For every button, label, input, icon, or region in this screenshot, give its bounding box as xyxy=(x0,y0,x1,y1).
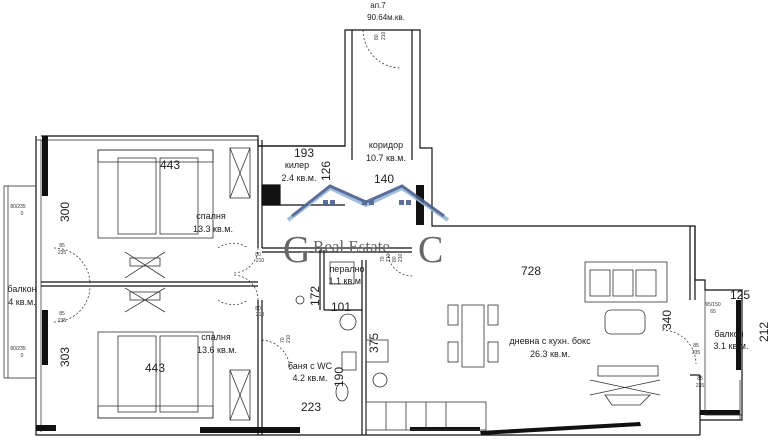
door-tag: 210 xyxy=(386,253,392,262)
dimension-label: 125 xyxy=(730,288,750,302)
window-tag: 80/235 xyxy=(10,346,26,352)
walls xyxy=(3,29,743,436)
dimension-label: 300 xyxy=(58,202,72,222)
window-tag: 235 xyxy=(58,318,67,324)
room-name-bedroom2: спалня xyxy=(201,332,231,342)
door-tag: 210 xyxy=(286,334,292,343)
apartment-area: 90.64м.кв. xyxy=(367,13,405,22)
room-name-corridor: коридор xyxy=(369,140,403,150)
door-tag: 70 xyxy=(280,337,286,343)
watermark-logo xyxy=(286,184,450,222)
room-name-pantry: килер xyxy=(285,160,309,170)
dimension-label: 443 xyxy=(145,361,165,375)
room-name-bathroom: баня с WC xyxy=(288,361,333,371)
window-tag: 235 xyxy=(696,383,705,389)
window-tag: 95/150 xyxy=(705,302,721,308)
room-name-living: дневна с кухн. бокс xyxy=(509,336,591,346)
door-tag: 70 xyxy=(380,256,386,262)
door-tag: 210 xyxy=(256,312,265,318)
room-name-balcony-left: балкон xyxy=(7,284,36,294)
watermark-text: Real Estate xyxy=(313,237,390,256)
window-tag: 0 xyxy=(21,211,24,217)
window-tag: 235 xyxy=(692,350,701,356)
dimension-label: 126 xyxy=(319,161,333,181)
room-area-bedroom1: 13.3 кв.м. xyxy=(193,224,233,234)
window-tag: 0 xyxy=(21,353,24,359)
dimension-label: 190 xyxy=(332,367,346,387)
door-tag: 210 xyxy=(398,253,404,262)
dimension-label: 172 xyxy=(308,286,322,306)
room-area-laundry: 1.1 кв.м. xyxy=(329,276,364,286)
window-tag: 235 xyxy=(58,250,67,256)
dimension-label: 340 xyxy=(660,310,674,330)
door-tag: 80 xyxy=(255,306,261,312)
door-tag: 210 xyxy=(256,258,265,264)
window-tag: 85 xyxy=(59,243,65,249)
dimension-label: 223 xyxy=(301,400,321,414)
room-name-balcony-right: балкон xyxy=(714,329,743,339)
windows xyxy=(36,136,741,435)
room-area-balcony-left: 4 кв.м. xyxy=(8,297,35,307)
room-area-living: 26.3 кв.м. xyxy=(530,349,570,359)
room-area-bathroom: 4.2 кв.м. xyxy=(293,373,328,383)
room-area-corridor: 10.7 кв.м. xyxy=(366,153,406,163)
dimension-label: 375 xyxy=(367,333,381,353)
doors xyxy=(53,29,697,371)
room-area-balcony-right: 3.1 кв.м. xyxy=(714,341,749,351)
room-area-bedroom2: 13.6 кв.м. xyxy=(197,345,237,355)
dimension-label: 101 xyxy=(331,300,351,314)
window-tag: 85 xyxy=(59,311,65,317)
furniture xyxy=(97,147,742,431)
door-tag: 80 xyxy=(392,256,398,262)
apartment-name: ап.7 xyxy=(370,1,386,10)
dimension-label: 443 xyxy=(160,158,180,172)
dimension-label: 728 xyxy=(521,264,541,278)
watermark-letter-g: G xyxy=(283,229,310,271)
dimension-label: 212 xyxy=(757,322,771,342)
door-tag: 210 xyxy=(381,31,387,40)
room-area-pantry: 2.4 кв.м. xyxy=(282,173,317,183)
dimension-label: 193 xyxy=(294,146,314,160)
dimension-label: 303 xyxy=(58,347,72,367)
window-tag: 80/235 xyxy=(10,204,26,210)
door-tag: 80 xyxy=(374,34,380,40)
door-tags: 80 210 80 210 80 210 70 210 70 210 80 21… xyxy=(10,31,721,389)
room-name-laundry: перално xyxy=(329,264,364,274)
watermark-letter-c: C xyxy=(418,229,443,271)
dimension-label: 140 xyxy=(374,172,394,186)
door-tag: 80 xyxy=(255,252,261,258)
window-tag: 85 xyxy=(693,343,699,349)
room-name-bedroom1: спалня xyxy=(196,211,226,221)
window-tag: 85 xyxy=(697,376,703,382)
window-tag: 65 xyxy=(710,309,716,315)
